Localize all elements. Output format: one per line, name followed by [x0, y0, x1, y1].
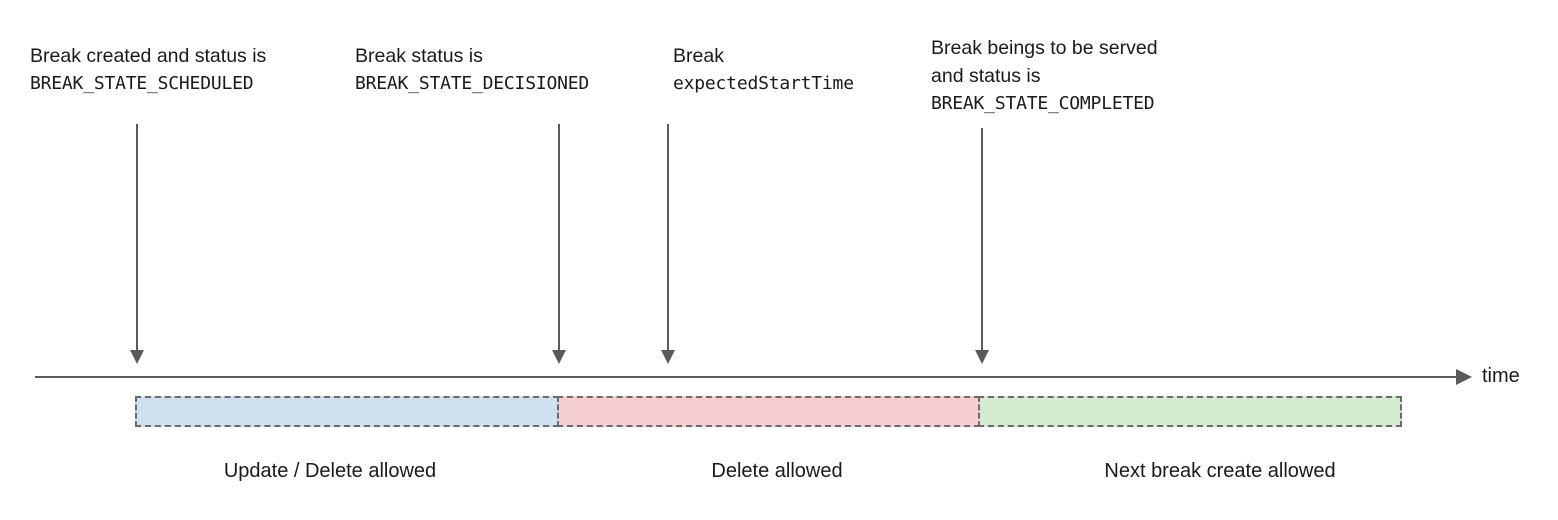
annotation-state-name: BREAK_STATE_DECISIONED — [355, 73, 590, 94]
annotation-break-created: Break created and status is BREAK_STATE_… — [30, 42, 266, 98]
annotation-line-1: Break beings to be served — [931, 37, 1158, 59]
arrow-shaft — [981, 128, 983, 350]
event-arrow-expected-start-time — [661, 124, 675, 364]
annotation-expected-start-time: Break expectedStartTime — [673, 42, 854, 98]
arrow-shaft — [558, 124, 560, 350]
annotation-line-2: and status is — [931, 65, 1041, 87]
annotation-line-1: Break status is — [355, 45, 483, 67]
phase-bar — [135, 396, 1402, 427]
annotation-field-name: expectedStartTime — [673, 73, 854, 94]
arrow-head-icon — [552, 350, 566, 364]
annotation-line-1: Break created and status is — [30, 45, 267, 67]
annotation-state-name: BREAK_STATE_COMPLETED — [931, 93, 1155, 114]
phase-segment-decisioned — [556, 396, 980, 427]
time-axis-label: time — [1482, 365, 1520, 387]
phase-caption-scheduled: Update / Delete allowed — [223, 460, 437, 482]
phase-caption-decisioned: Delete allowed — [711, 460, 843, 482]
event-arrow-decisioned — [552, 124, 566, 364]
arrow-shaft — [667, 124, 669, 350]
arrow-head-icon — [661, 350, 675, 364]
time-axis-arrow-icon — [1456, 369, 1472, 385]
phase-caption-completed: Next break create allowed — [1104, 460, 1336, 482]
arrow-shaft — [136, 124, 138, 350]
time-axis-line — [35, 376, 1463, 378]
event-arrow-created — [130, 124, 144, 364]
annotation-break-served: Break beings to be served and status is … — [931, 34, 1158, 118]
annotation-line-1: Break — [673, 45, 724, 67]
annotation-state-name: BREAK_STATE_SCHEDULED — [30, 73, 254, 94]
arrow-head-icon — [130, 350, 144, 364]
event-arrow-served — [975, 128, 989, 364]
phase-segment-completed — [977, 396, 1402, 427]
annotation-break-decisioned: Break status is BREAK_STATE_DECISIONED — [355, 42, 589, 98]
phase-segment-scheduled — [135, 396, 559, 427]
arrow-head-icon — [975, 350, 989, 364]
